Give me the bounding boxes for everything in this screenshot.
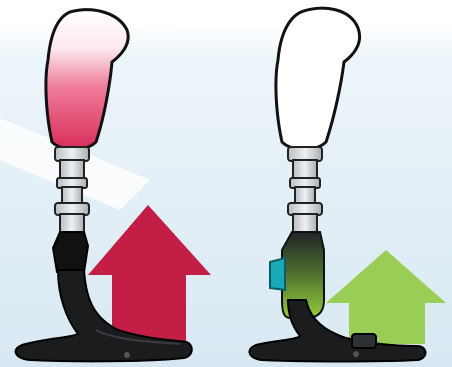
foot-bolt <box>124 352 130 358</box>
ankle-adapter-icon <box>53 232 88 272</box>
ankle-teal-accent <box>270 258 285 290</box>
foot-bolt <box>353 351 359 357</box>
foot-clamp <box>352 334 376 348</box>
